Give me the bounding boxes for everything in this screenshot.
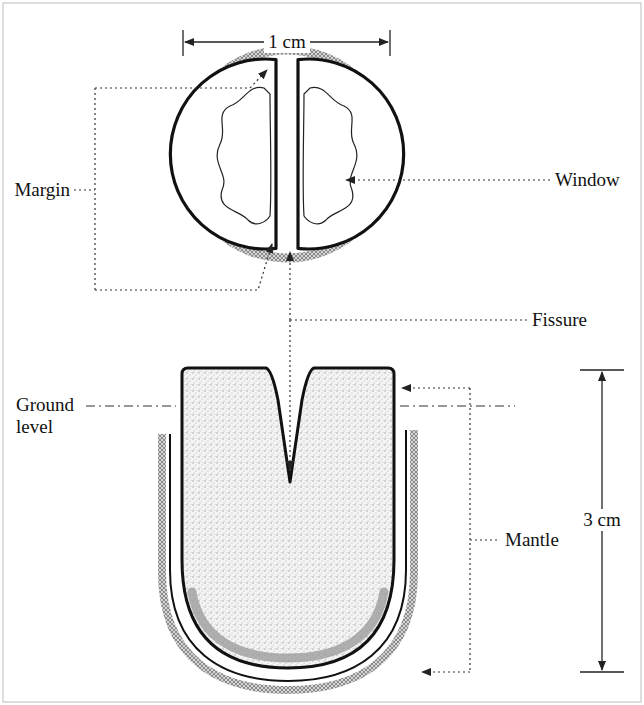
part-label: Fissure <box>532 309 587 331</box>
part-label: Ground level <box>16 394 82 438</box>
ground-level-line <box>86 405 515 406</box>
leaf-half <box>298 59 404 249</box>
frame <box>3 3 641 702</box>
part-label: Mantle <box>505 529 559 551</box>
height-dimension <box>580 370 624 672</box>
top-view <box>170 50 403 258</box>
part-label: Window <box>555 169 620 191</box>
plant-body <box>182 368 394 668</box>
side-view <box>162 368 414 690</box>
dimension-label: 1 cm <box>264 31 309 53</box>
width-dimension <box>183 30 390 56</box>
leader-lines <box>74 70 550 672</box>
part-label: Margin <box>14 179 70 201</box>
dark-band <box>192 592 384 658</box>
window-outline <box>217 87 357 223</box>
dimension-label: 3 cm <box>579 509 624 531</box>
